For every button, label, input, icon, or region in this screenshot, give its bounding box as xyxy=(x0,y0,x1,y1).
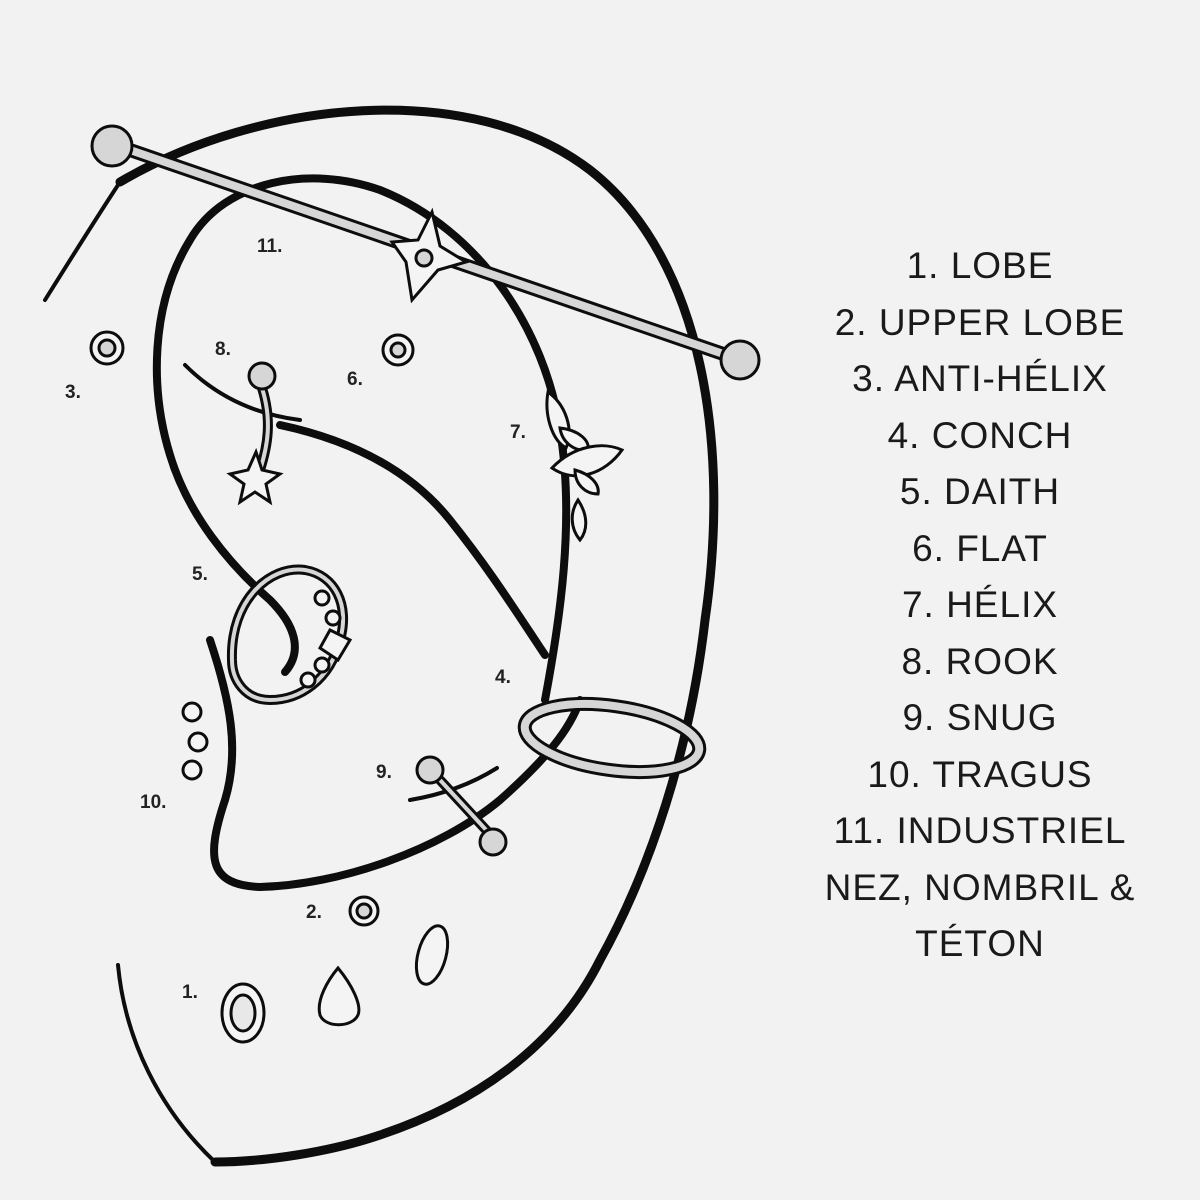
marker-10: 10. xyxy=(140,792,166,813)
legend-item-conch: 4. CONCH xyxy=(887,414,1073,456)
ear-outline xyxy=(43,105,719,1167)
industrial-barbell xyxy=(90,124,761,381)
lobe-edge xyxy=(116,963,217,1164)
lobe-studs xyxy=(220,965,361,1044)
marker-7: 7. xyxy=(510,422,526,443)
legend-item-teton: TÉTON xyxy=(915,923,1045,964)
piercing-legend: 1. LOBE 2. UPPER LOBE 3. ANTI-HÉLIX 4. C… xyxy=(770,238,1190,973)
helix-cluster xyxy=(545,389,625,543)
legend-item-flat: 6. FLAT xyxy=(912,527,1048,569)
flat-stud xyxy=(381,333,415,367)
outer-helix xyxy=(115,105,719,1167)
legend-item-snug: 9. SNUG xyxy=(902,697,1058,738)
legend-item-upper-lobe: 2. UPPER LOBE xyxy=(834,301,1126,343)
legend-item-lobe: 1. LOBE xyxy=(906,245,1054,286)
marker-labels: 1. 2. 3. 4. 5. 6. 7. 8. 9. 10. 11. xyxy=(65,236,526,1003)
marker-4: 4. xyxy=(495,667,511,688)
legend-item-anti-helix: 3. ANTI-HÉLIX xyxy=(852,358,1108,399)
rook-barbell xyxy=(226,361,284,506)
upper-lobe-stud xyxy=(348,895,450,986)
marker-1: 1. xyxy=(182,982,198,1003)
marker-2: 2. xyxy=(306,902,322,923)
legend-item-daith: 5. DAITH xyxy=(899,471,1061,512)
marker-6: 6. xyxy=(347,369,363,390)
antihelix-stud xyxy=(89,330,125,366)
helix-front-edge xyxy=(43,180,122,302)
legend-item-helix: 7. HÉLIX xyxy=(901,584,1059,625)
antihelix-crus xyxy=(276,421,549,659)
snug-barbell xyxy=(415,755,508,857)
tragus-chain xyxy=(181,701,209,781)
conch-hoop xyxy=(517,697,707,779)
legend-item-rook: 8. ROOK xyxy=(901,640,1059,682)
marker-8: 8. xyxy=(215,339,231,360)
marker-9: 9. xyxy=(376,762,392,783)
marker-3: 3. xyxy=(65,382,81,403)
concha-curve xyxy=(206,636,584,891)
daith-ring xyxy=(226,564,353,706)
legend-item-industriel: 11. INDUSTRIEL xyxy=(833,810,1127,851)
inner-helix xyxy=(152,174,571,704)
marker-11: 11. xyxy=(257,236,282,257)
legend-item-tragus: 10. TRAGUS xyxy=(867,753,1093,795)
antihelix-lower xyxy=(183,363,302,422)
legend-item-nez-nombril: NEZ, NOMBRIL & xyxy=(824,866,1136,908)
marker-5: 5. xyxy=(192,564,208,585)
